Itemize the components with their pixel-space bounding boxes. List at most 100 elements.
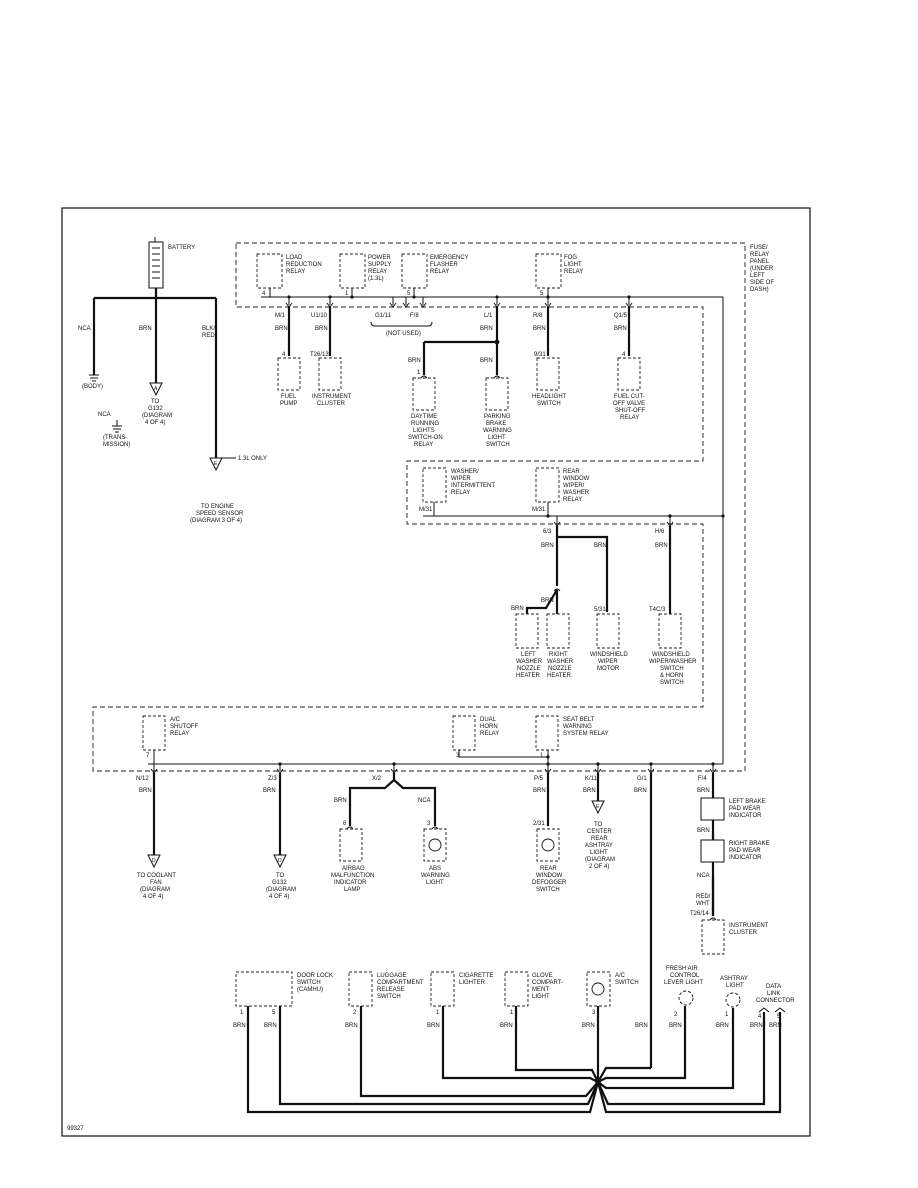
fan-label-3: (DIAGRAM [140,887,170,893]
g132-lower-4: 4 OF 4) [269,894,289,900]
instrument-cluster-lower [701,919,725,955]
ground-transmission-icon [112,425,122,433]
load-reduction-relay [256,253,283,289]
luggage-compartment-release-switch [348,971,373,1007]
panel-title-4: (UNDER [750,266,774,272]
defog-bulb-icon [541,838,555,852]
drl-switch-on-relay [412,377,436,411]
wire-cluster: BRN [315,326,328,332]
g132-lower-letter: D [278,858,282,864]
lower-connector-stubs [150,764,717,774]
headlight-switch [536,357,560,391]
fuel-cutoff-relay [617,357,641,391]
fan-label-2: FAN [150,880,162,886]
cluster-pin-top: T26/13 [310,352,329,358]
rbp-label-1: RIGHT BRAKE [729,841,770,847]
rwn-label-4: HEATER [547,673,572,679]
g132-lower-3: (DIAGRAM [266,887,296,893]
wiperswitch-label-1: WINDSHIELD [652,652,690,658]
top-connector-stubs [285,297,633,308]
ashtray-label-2: CENTER [587,829,612,835]
defog-label-3: DEFOGGER [532,880,567,886]
g132-lower-connector-arrow [273,854,287,869]
door-lock-switch [235,971,293,1007]
emergency-flasher-relay [401,253,428,289]
power-relay-label-1: POWER [368,255,391,261]
wire-brake-mid: BRN [697,828,710,834]
conn-n12: N/12 [136,776,149,782]
wire-fuelcut: BRN [614,326,627,332]
drl-pin: 1 [417,370,421,376]
fuse-relay-panel-border [92,242,746,772]
airbag-label-1: AIRBAG [342,866,365,872]
seatbelt-label-1: SEAT BELT [563,717,595,723]
wire-n12: BRN [139,788,152,794]
engine-label-1: TO ENGINE [201,504,234,510]
luggage-label-1: LUGGAGE [377,973,407,979]
g132-label-3: (DIAGRAM [142,413,172,419]
seatbelt-label-3: SYSTEM RELAY [563,731,609,737]
fog-relay-label-2: LIGHT [564,262,582,268]
conn-f8: F/8 [410,313,419,319]
cluster-lower-pin: T26/14 [690,911,709,917]
dual-horn-relay [452,715,476,751]
wire-brn-mid: BRN [139,326,152,332]
wire-washer-c: BRN [541,598,554,604]
g132-lower-2: G132 [272,880,287,886]
airbag-label-3: INDICATOR [334,880,367,886]
cig-label-1: CIGARETTE [459,973,493,979]
left-brake-pad-wear-indicator [700,797,725,821]
fuelpump-label-2: PUMP [280,401,297,407]
wire-blk-red-2: RED [202,333,215,339]
dlc-label-3: CONNECTOR [756,998,795,1004]
coolant-fan-connector-arrow [147,854,161,869]
glove-pin: 1 [510,1010,514,1016]
conn-q1-5: Q1/5 [614,313,628,319]
ashtray-label-6: (DIAGRAM [585,857,615,863]
wipermotor-label-3: MOTOR [597,666,620,672]
lwn-label-3: NOZZLE [517,666,541,672]
headlight-label-1: HEADLIGHT [532,394,567,400]
wire-red-wht-2: WHT [696,901,710,907]
abs-label-2: WARNING [421,873,450,879]
wire-bottom-5: BRN [500,1023,513,1029]
panel-title-5: LEFT [750,273,765,279]
glove-label-3: MENT [532,987,549,993]
fan-conn-letter: D [152,858,156,864]
defog-label-4: SWITCH [536,887,560,893]
wire-bottom-8: BRN [669,1023,682,1029]
rearwiper-pin: M/31 [532,507,546,513]
rearwiper-label-4: WASHER [563,490,590,496]
not-used-label: (NOT USED) [386,331,421,337]
seatbelt-pin: 1 [540,753,544,759]
drl-label-4: SWITCH-ON [408,435,443,441]
ashtray-conn-letter: E [596,804,600,810]
ashtray-connector-arrow [591,800,605,815]
wire-washer-b: BRN [594,543,607,549]
flasher-relay-label-2: FLASHER [430,262,458,268]
load-relay-pin: 4 [262,291,266,297]
airbag-label-2: MALFUNCTION [331,873,374,879]
flasher-relay-label-3: RELAY [430,269,449,275]
wire-washer-d: BRN [511,606,524,612]
fuel-pump [277,357,301,391]
pbrake-label-1: PARKING [484,414,511,420]
g132-lower-1: TO [276,873,285,879]
hornrelay-label-1: DUAL [480,717,497,723]
left-washer-nozzle-heater [515,613,539,649]
connector-a-arrow [149,382,163,397]
panel-title-2: RELAY [750,252,769,258]
conn-l1: L/1 [484,313,493,319]
wire-bottom-10: BRN [750,1023,763,1029]
conn-m1: M/1 [275,313,286,319]
acswitch-pin: 3 [592,1010,596,1016]
fuelpump-pin: 4 [282,352,286,358]
wiperswitch-label-2: WIPER/WASHER [649,659,697,665]
abs-label-3: LIGHT [426,880,444,886]
hornrelay-pin: 3 [456,753,460,759]
conn-f4: F/4 [698,776,707,782]
pbrake-label-2: BRAKE [486,421,506,427]
wire-washer-e: BRN [655,543,668,549]
abs-warning-light [423,828,447,862]
abs-pin: 3 [427,821,431,827]
